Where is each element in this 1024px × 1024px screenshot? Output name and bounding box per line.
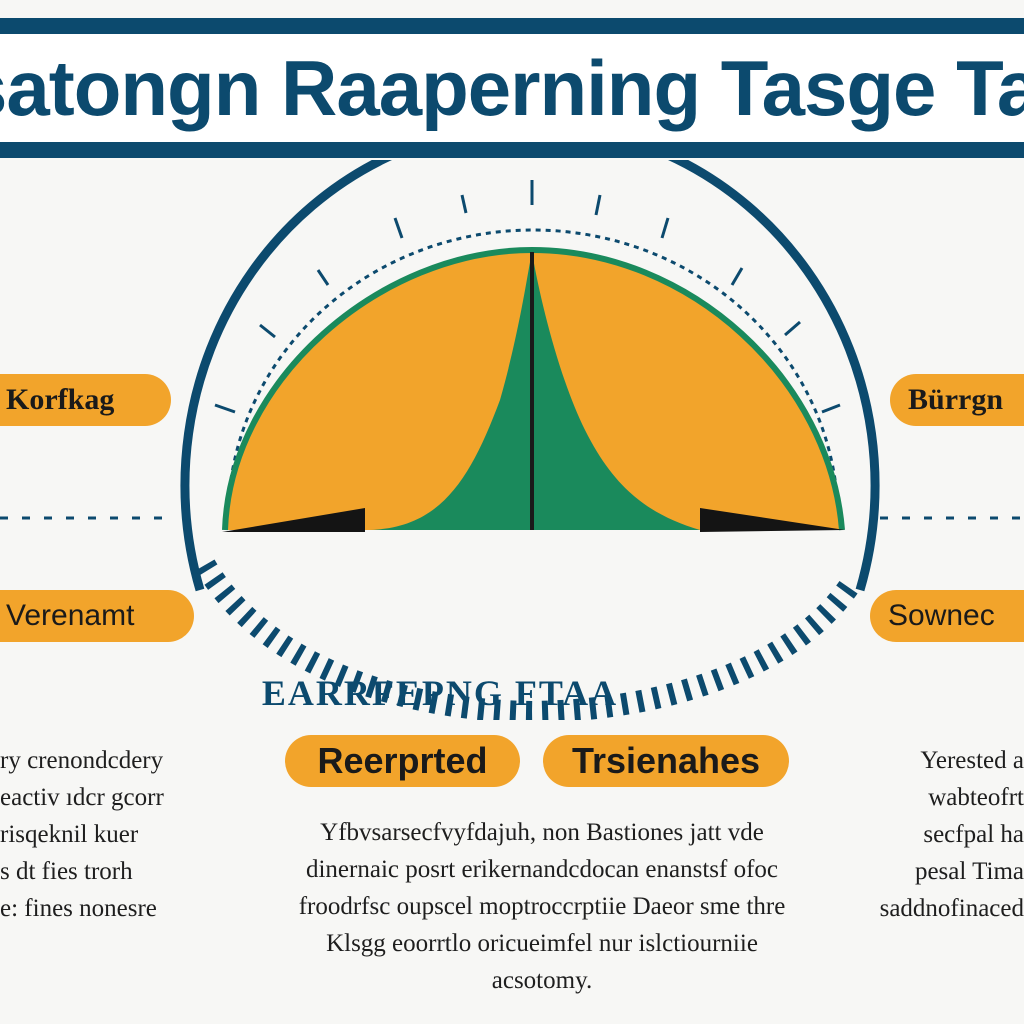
text-line: pesal Tima bbox=[914, 858, 1024, 885]
gauge-green-rim bbox=[222, 246, 845, 531]
text-line: Klsgg eoorrtlo oricueimfel nur islctiour… bbox=[326, 930, 758, 957]
text-line: dinernaic posrt erikernandcdocan enansts… bbox=[305, 856, 779, 883]
label-bottom-center-right-text: Trsienahes bbox=[571, 740, 761, 781]
label-mid-left-text: Verenamt bbox=[6, 599, 135, 632]
label-mid-right: Sownec bbox=[870, 590, 1024, 642]
title-banner: Wsatongn Raaperning Tasge Tann bbox=[0, 18, 1024, 158]
title-banner-inner: Wsatongn Raaperning Tasge Tann bbox=[0, 34, 1024, 142]
text-line: risqeknil kuer bbox=[0, 821, 139, 848]
text-line: ry crenondcdery bbox=[0, 747, 164, 774]
gauge-lower-hatch bbox=[195, 559, 860, 720]
label-top-right: Bürrgn bbox=[890, 374, 1024, 426]
text-line: e: fines nonesre bbox=[0, 895, 157, 922]
gauge-arc-text: EARRFEPNG FTAA bbox=[261, 673, 619, 713]
text-line: s dt fies trorh bbox=[0, 858, 133, 885]
text-block-left: ry crenondcdery eactiv ıdcr gcorr risqek… bbox=[0, 742, 240, 932]
text-line: wabteofrt bbox=[928, 784, 1024, 811]
label-bottom-center-left-text: Reerprted bbox=[317, 740, 488, 781]
text-block-center: Yfbvsarsecfvyfdajuh, non Bastiones jatt … bbox=[232, 814, 852, 1004]
label-bottom-center-right: Trsienahes bbox=[543, 735, 789, 787]
label-bottom-center-left: Reerprted bbox=[285, 735, 520, 787]
page-title: Wsatongn Raaperning Tasge Tann bbox=[0, 43, 1024, 132]
text-line: Yfbvsarsecfvyfdajuh, non Bastiones jatt … bbox=[320, 819, 764, 846]
text-block-right: Yerested a wabteofrt secfpal ha pesal Ti… bbox=[855, 742, 1024, 932]
gauge-outer-ring bbox=[180, 160, 880, 592]
text-line: secfpal ha bbox=[923, 821, 1024, 848]
gauge-black-base-left bbox=[222, 508, 365, 532]
label-top-right-text: Bürrgn bbox=[908, 383, 1004, 416]
text-line: acsotomy. bbox=[491, 967, 593, 994]
label-mid-left: Verenamt bbox=[0, 590, 194, 642]
label-mid-right-text: Sownec bbox=[888, 599, 995, 632]
gauge-diagram bbox=[0, 160, 1024, 720]
text-line: froodrfsc oupscel moptroccrptiie Daeor s… bbox=[298, 893, 786, 920]
label-top-left: Korfkag bbox=[0, 374, 171, 426]
text-line: eactiv ıdcr gcorr bbox=[0, 784, 164, 811]
gauge-black-base-right bbox=[700, 508, 845, 532]
label-top-left-text: Korfkag bbox=[6, 383, 115, 416]
gauge-dashed-arc bbox=[226, 228, 840, 521]
text-line: saddnofinaced bbox=[879, 895, 1024, 922]
gauge-ticks bbox=[214, 180, 841, 414]
text-line: Yerested a bbox=[920, 747, 1024, 774]
